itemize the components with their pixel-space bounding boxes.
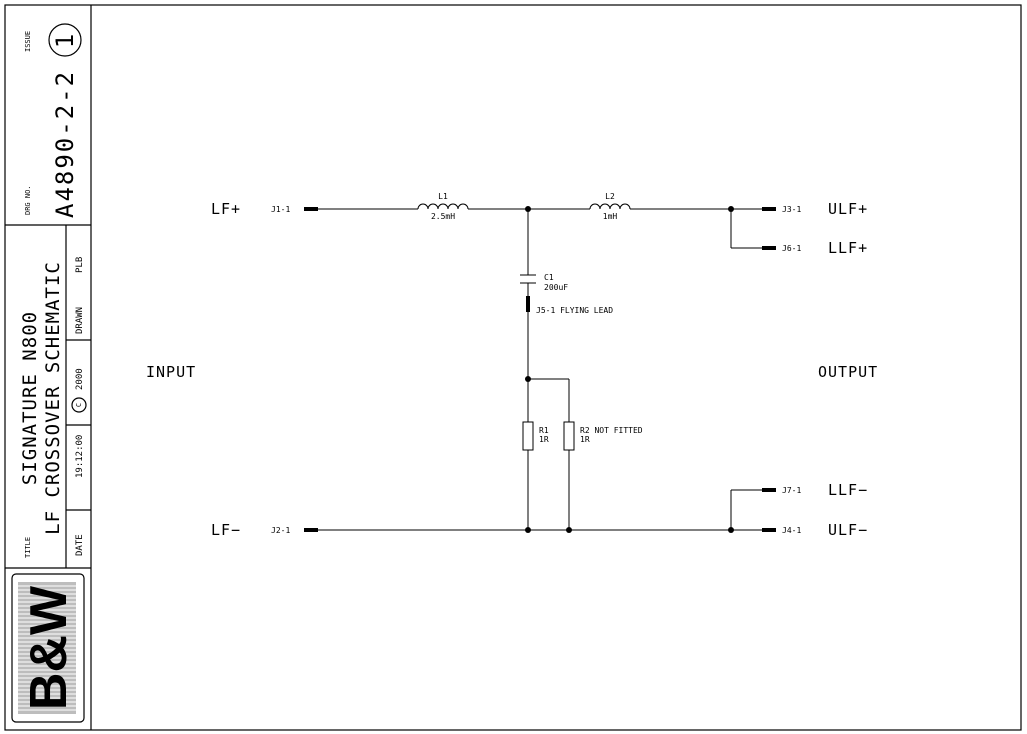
- drawn-label: DRAWN: [75, 307, 85, 334]
- connector-j4-label: J4-1: [782, 526, 801, 535]
- logo-box: [11, 573, 85, 723]
- title-block: ISSUE 1 DRG NO. A4890-2-2 TITLE SIGNATUR…: [5, 5, 92, 730]
- terminal-lf-minus: LF−: [211, 521, 241, 539]
- date-label: DATE: [75, 534, 85, 556]
- capacitor-c1-value: 200uF: [544, 283, 568, 292]
- input-label: INPUT: [146, 363, 196, 381]
- drg-number: A4890-2-2: [51, 70, 79, 218]
- junction-dot: [525, 527, 531, 533]
- junction-dot: [566, 527, 572, 533]
- bw-logo: B&W: [18, 582, 78, 714]
- connector-j1-label: J1-1: [271, 205, 290, 214]
- copyright-year: 2000: [75, 368, 85, 390]
- resistor-r1-ref: R1: [539, 426, 549, 435]
- junction-dot: [728, 206, 734, 212]
- copyright-circle: [71, 397, 87, 413]
- inductor-l2-value: 1mH: [603, 212, 618, 221]
- connector-j2-label: J2-1: [271, 526, 290, 535]
- drawn-by: PLB: [75, 257, 85, 273]
- copyright-symbol: C: [75, 403, 83, 407]
- connector-j5-label: J5-1 FLYING LEAD: [536, 306, 613, 315]
- resistor-r1-value: 1R: [539, 435, 549, 444]
- drawing-border: [4, 4, 1022, 731]
- terminal-ulf-plus: ULF+: [828, 200, 868, 218]
- inductor-l1-ref: L1: [438, 192, 448, 201]
- connector-j3-label: J3-1: [782, 205, 801, 214]
- inductor-l1: [417, 203, 469, 210]
- issue-number: 1: [51, 32, 79, 48]
- junction-dot: [728, 527, 734, 533]
- terminal-ulf-minus: ULF−: [828, 521, 868, 539]
- logo-text: B&W: [20, 585, 78, 710]
- capacitor-c1-ref: C1: [544, 273, 554, 282]
- resistor-r1: [522, 421, 534, 451]
- resistor-r2: [563, 421, 575, 451]
- junction-dot: [525, 376, 531, 382]
- output-label: OUTPUT: [818, 363, 878, 381]
- issue-circle: [48, 23, 82, 57]
- resistor-r2-ref: R2 NOT FITTED: [580, 426, 643, 435]
- time: 19:12:00: [75, 435, 85, 478]
- connector-j6-label: J6-1: [782, 244, 801, 253]
- junction-dot: [525, 206, 531, 212]
- title-label: TITLE: [24, 537, 32, 558]
- inductor-l2: [589, 203, 631, 210]
- drg-label: DRG NO.: [24, 185, 32, 215]
- resistor-r2-value: 1R: [580, 435, 590, 444]
- title-line1: SIGNATURE N800: [19, 311, 41, 485]
- terminal-lf-plus: LF+: [211, 200, 241, 218]
- terminal-llf-plus: LLF+: [828, 239, 868, 257]
- inductor-l2-ref: L2: [605, 192, 615, 201]
- issue-label: ISSUE: [24, 31, 32, 52]
- connector-j7-label: J7-1: [782, 486, 801, 495]
- schematic: INPUT OUTPUT: [146, 192, 878, 539]
- terminal-llf-minus: LLF−: [828, 481, 868, 499]
- inductor-l1-value: 2.5mH: [431, 212, 455, 221]
- title-line2: LF CROSSOVER SCHEMATIC: [42, 261, 64, 535]
